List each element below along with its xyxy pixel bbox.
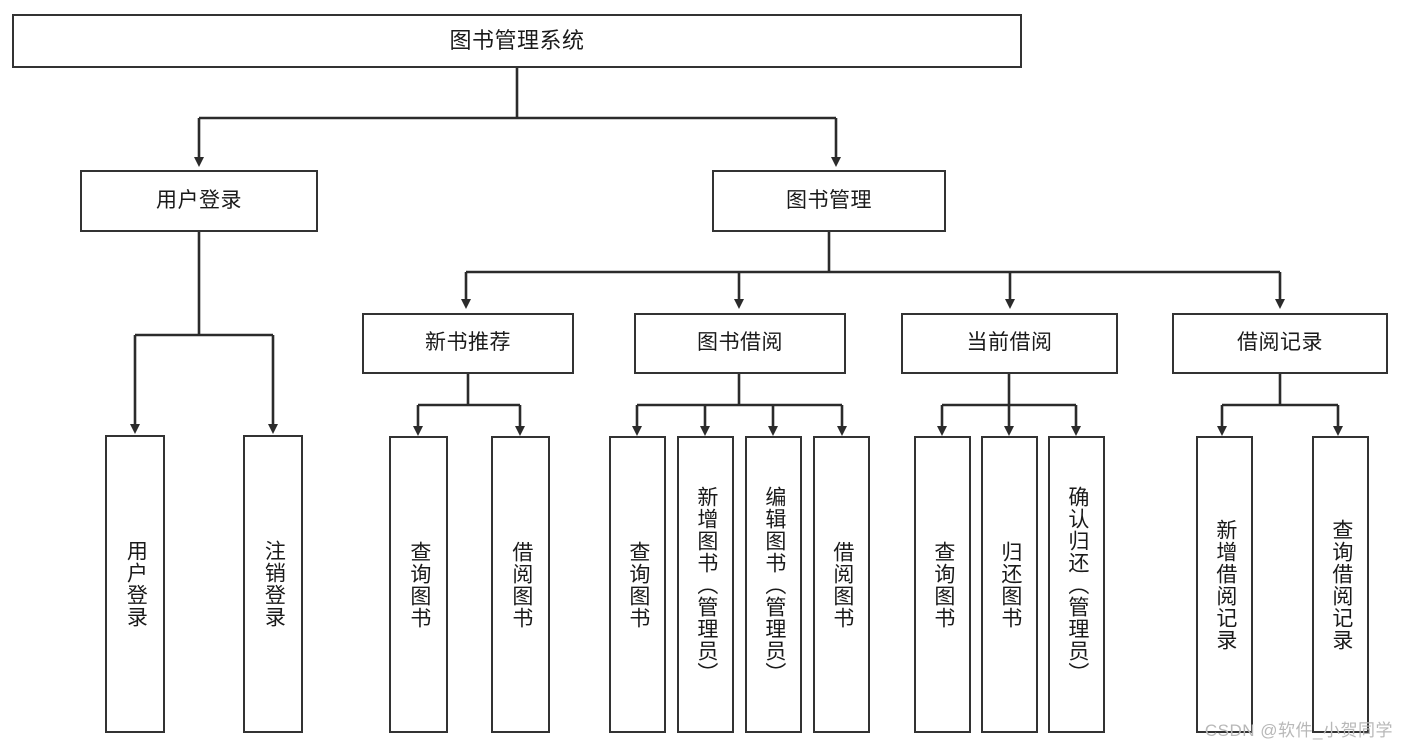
- node-label: 新增借阅记录: [1213, 518, 1237, 651]
- node-label: 借阅记录: [1237, 331, 1323, 355]
- node-label: 新增图书（管理员）: [694, 485, 718, 684]
- leaf-add-borrow-record[interactable]: 新增借阅记录: [1196, 436, 1253, 733]
- node-label: 借阅图书: [509, 540, 533, 629]
- leaf-edit-book-admin[interactable]: 编辑图书（管理员）: [745, 436, 802, 733]
- leaf-logout[interactable]: 注销登录: [243, 435, 303, 733]
- node-label: 编辑图书（管理员）: [762, 485, 786, 684]
- node-label: 用户登录: [156, 188, 242, 212]
- node-label: 确认归还（管理员）: [1065, 485, 1089, 684]
- node-user-login[interactable]: 用户登录: [80, 170, 318, 232]
- node-root-system[interactable]: 图书管理系统: [12, 14, 1022, 68]
- leaf-user-login[interactable]: 用户登录: [105, 435, 165, 733]
- leaf-borrow-book-recommend[interactable]: 借阅图书: [491, 436, 550, 733]
- leaf-borrow-book[interactable]: 借阅图书: [813, 436, 870, 733]
- node-label: 新书推荐: [425, 331, 511, 355]
- leaf-query-borrow-record[interactable]: 查询借阅记录: [1312, 436, 1369, 733]
- node-label: 用户登录: [124, 540, 148, 628]
- node-label: 查询图书: [931, 540, 955, 629]
- node-book-management[interactable]: 图书管理: [712, 170, 946, 232]
- leaf-return-book[interactable]: 归还图书: [981, 436, 1038, 733]
- node-label: 图书管理: [786, 188, 872, 212]
- node-new-book-recommend[interactable]: 新书推荐: [362, 313, 574, 374]
- leaf-query-book[interactable]: 查询图书: [609, 436, 666, 733]
- node-book-borrow[interactable]: 图书借阅: [634, 313, 846, 374]
- node-label: 当前借阅: [966, 331, 1053, 355]
- node-label: 注销登录: [262, 540, 286, 628]
- node-label: 借阅图书: [830, 540, 854, 629]
- node-label: 图书借阅: [697, 331, 783, 355]
- node-current-borrow[interactable]: 当前借阅: [901, 313, 1118, 374]
- node-label: 查询图书: [407, 540, 431, 629]
- node-label: 查询图书: [626, 540, 650, 629]
- leaf-query-book-recommend[interactable]: 查询图书: [389, 436, 448, 733]
- leaf-confirm-return-admin[interactable]: 确认归还（管理员）: [1048, 436, 1105, 733]
- node-label: 图书管理系统: [449, 27, 585, 53]
- watermark-text: CSDN @软件_小贺同学: [1204, 721, 1393, 740]
- leaf-add-book-admin[interactable]: 新增图书（管理员）: [677, 436, 734, 733]
- node-label: 查询借阅记录: [1329, 518, 1353, 651]
- leaf-query-book-current[interactable]: 查询图书: [914, 436, 971, 733]
- node-borrow-record[interactable]: 借阅记录: [1172, 313, 1388, 374]
- node-label: 归还图书: [998, 540, 1022, 629]
